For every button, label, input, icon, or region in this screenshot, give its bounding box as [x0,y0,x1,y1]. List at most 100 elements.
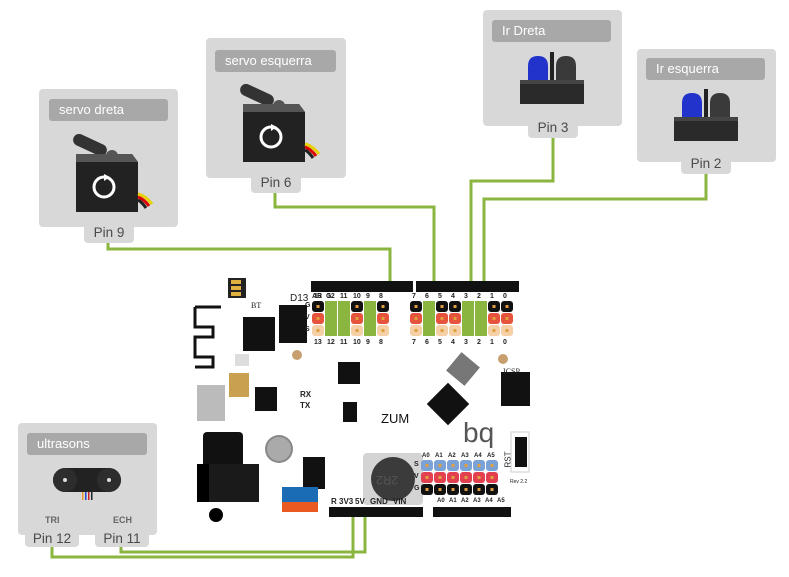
pin-dot [438,464,442,467]
servo-dreta-component[interactable]: servo dreta [39,89,178,227]
pin-tab-pin2[interactable]: Pin 2 [681,154,731,174]
pin-dot [414,317,418,320]
pin-dot [451,464,455,467]
digital-top-label: 0 [503,293,507,300]
analog-label: A2 [448,453,456,459]
pin-tab-pin9[interactable]: Pin 9 [84,223,134,243]
pin-tab-pin3[interactable]: Pin 3 [528,118,578,138]
digital-bottom-label: 13 [314,339,322,346]
pin-dot [414,329,418,332]
pin-dot [453,305,457,308]
power-label: VIN [393,497,407,506]
wire-pin2 [482,170,708,338]
wire-connector-11 [338,301,350,336]
pin-dot [464,464,468,467]
icsp-label: ICSP [503,367,520,376]
pin-tab-pin12[interactable]: Pin 12 [25,529,79,547]
pin-dot [381,317,385,320]
pin-dot [440,329,444,332]
echo-label: ECH [113,515,133,525]
digital-top-label: 2 [477,293,481,300]
digital-bottom-label: 12 [327,339,335,346]
wire-connector-9 [364,301,376,336]
pin-dot [492,317,496,320]
digital-top-label: AR [312,293,323,300]
component-label[interactable]: Ir Dreta [492,20,611,42]
ir-esquerra-component[interactable]: Ir esquerra [637,49,776,162]
digital-bottom-label: 3 [464,339,468,346]
pin-tab-pin6[interactable]: Pin 6 [251,173,301,193]
component-label[interactable]: servo dreta [49,99,168,121]
pin-tab-pin11[interactable]: Pin 11 [95,529,149,547]
pin-dot [440,317,444,320]
d13-label: D13 [290,293,309,304]
ultrasons-component[interactable]: ultrasons TRI ECH [18,423,157,535]
digital-bottom-label: 1 [490,339,494,346]
power-label: 3V3 [339,497,354,506]
pin-dot [453,329,457,332]
pin-dot [355,317,359,320]
digital-top-label: 11 [340,293,348,300]
pin-dot [316,317,320,320]
analog-row-label: V [414,473,419,480]
ir-sensor-icon [520,52,584,104]
pin-dot [381,329,385,332]
ultrasonic-sensor-icon [53,468,121,500]
component-label[interactable]: servo esquerra [215,50,336,72]
rst-label: RST [503,451,513,468]
tx-label: TX [300,401,311,410]
analog-label: A1 [435,453,443,459]
analog-label: A0 [422,453,430,459]
wire-connector-2 [475,301,487,336]
analog-label: A3 [461,453,469,459]
digital-bottom-label: 4 [451,339,455,346]
wire-connector-6 [423,301,435,336]
pin-dot [490,488,494,491]
pin-dot [451,488,455,491]
digital-top-label: 10 [353,293,361,300]
pin-dot [453,317,457,320]
pin-dot [477,488,481,491]
ir-dreta-component[interactable]: Ir Dreta [483,10,622,126]
rx-label: RX [300,390,312,399]
brand-logo: bq [463,417,495,448]
power-label: R [331,497,337,506]
digital-bottom-label: 10 [353,339,361,346]
inductor-label: 2R2 [376,473,399,487]
pin-dot [381,305,385,308]
digital-top-label: 1 [490,293,494,300]
pin-dot [490,476,494,479]
row-label: V [305,314,310,321]
board-graphic [193,278,530,522]
analog-header-label: A1 [449,498,457,504]
board-name: ZUM [381,411,410,426]
servo-icon [240,84,321,162]
pin-dot [414,305,418,308]
digital-top-label: 13 [314,293,322,300]
pin-dot [316,329,320,332]
digital-bottom-label: 7 [412,339,416,346]
digital-top-label: 12 [327,293,335,300]
component-label[interactable]: Ir esquerra [646,58,765,80]
wire-connector-12 [325,301,337,336]
pin-dot [492,329,496,332]
pin-dot [451,476,455,479]
digital-top-label: 4 [451,293,455,300]
digital-bottom-label: 2 [477,339,481,346]
component-label[interactable]: ultrasons [27,433,147,455]
digital-top-label: G [326,293,332,300]
digital-top-label: 7 [412,293,416,300]
pin-dot [477,464,481,467]
ir-sensor-icon [674,89,738,141]
pin-dot [355,305,359,308]
pin-dot [490,464,494,467]
digital-top-label: 9 [366,293,370,300]
servo-icon [73,134,154,212]
pin-dot [477,476,481,479]
pin-dot [440,305,444,308]
servo-esquerra-component[interactable]: servo esquerra [206,38,346,178]
zum-board[interactable]: D13 BT RX TX ZUM bq ICSP RST Rev 2.2 2R2… [193,277,530,522]
pin-dot [505,329,509,332]
digital-bottom-label: 6 [425,339,429,346]
pin-dot [425,476,429,479]
